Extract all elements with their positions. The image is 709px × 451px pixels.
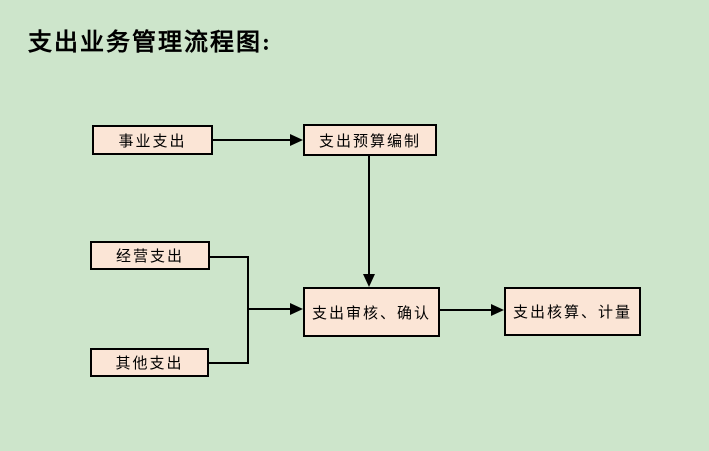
arrow-career-to-budget	[213, 134, 303, 146]
node-career-expenditure: 事业支出	[92, 125, 213, 155]
node-other-expenditure: 其他支出	[90, 348, 209, 377]
node-review-confirmation: 支出审核、确认	[303, 287, 440, 337]
connector-operating-other-bracket	[209, 256, 303, 364]
arrow-budget-to-review	[363, 156, 375, 287]
arrow-review-to-accounting	[440, 304, 504, 316]
node-accounting-measurement: 支出核算、计量	[504, 287, 641, 336]
node-operating-expenditure: 经营支出	[90, 241, 210, 270]
node-budget-preparation: 支出预算编制	[303, 124, 437, 156]
page-title: 支出业务管理流程图:	[28, 30, 272, 56]
